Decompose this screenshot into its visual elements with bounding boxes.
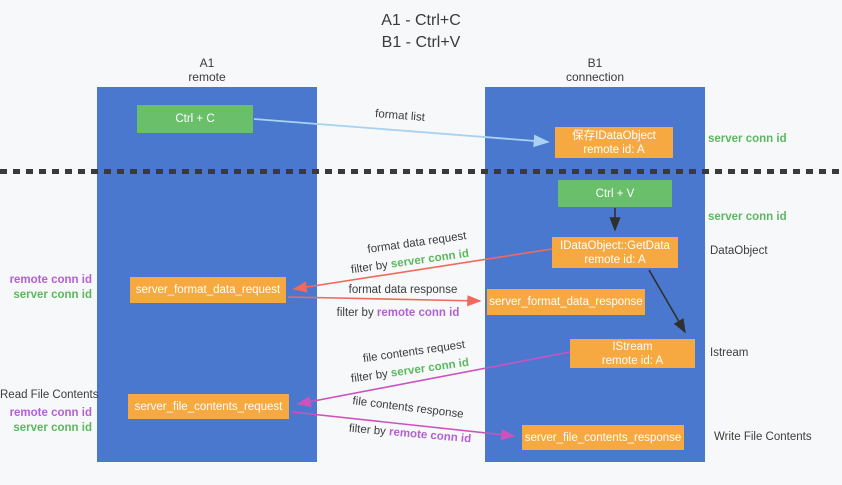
title-line-1: A1 - Ctrl+C [381, 12, 461, 29]
dashed-divider [0, 169, 842, 174]
label-format-list: format list [374, 108, 426, 124]
node-file-response-label: server_file_contents_response [524, 431, 682, 444]
filter-by-text: filter by [350, 259, 389, 277]
label-filter-by-remote-conn-id-2: filter by remote conn id [348, 423, 471, 446]
filter-by-text: filter by [350, 368, 389, 386]
column-a1-name: A1 [199, 56, 215, 70]
label-format-data-response: format data response [348, 284, 458, 296]
node-istream: IStream remote id: A [570, 339, 695, 368]
server-conn-id-text: server conn id [390, 356, 470, 380]
filter-by-text: filter by [348, 422, 387, 438]
node-server-file-contents-request: server_file_contents_request [128, 394, 289, 419]
column-b1-subtitle: connection [565, 70, 625, 84]
node-idataobject-getdata: IDataObject::GetData remote id: A [552, 237, 678, 268]
remote-conn-id-text: remote conn id [376, 307, 460, 319]
node-getdata-line2: remote id: A [584, 253, 646, 266]
right-label-server-conn-id-mid: server conn id [708, 211, 787, 223]
left-label-read-file-contents: Read File Contents [0, 389, 99, 401]
title-line-2: B1 - Ctrl+V [381, 34, 461, 51]
node-save-idataobject-line1: 保存IDataObject [572, 129, 656, 142]
node-server-format-data-response: server_format_data_response [487, 289, 645, 315]
node-getdata-line1: IDataObject::GetData [560, 239, 670, 252]
column-header-a1: A1 remote [97, 56, 317, 84]
node-server-file-contents-response: server_file_contents_response [522, 425, 684, 450]
node-ctrl-v-label: Ctrl + V [595, 187, 635, 200]
left-label-server-conn-id-bottom: server conn id [13, 422, 92, 434]
right-label-write-file-contents: Write File Contents [714, 431, 812, 443]
node-ctrl-v: Ctrl + V [558, 180, 672, 207]
column-a1-subtitle: remote [188, 70, 226, 84]
node-ctrl-c-label: Ctrl + C [175, 113, 215, 125]
right-label-server-conn-id-top: server conn id [708, 133, 787, 145]
node-file-request-label: server_file_contents_request [134, 400, 283, 413]
node-save-idataobject-line2: remote id: A [583, 143, 645, 156]
node-server-format-data-request: server_format_data_request [130, 277, 286, 303]
label-filter-by-remote-conn-id-1: filter by remote conn id [337, 307, 460, 319]
left-label-remote-conn-id-top: remote conn id [9, 274, 92, 286]
filter-by-text: filter by [336, 307, 374, 319]
column-b1-name: B1 [587, 56, 603, 70]
node-save-idataobject: 保存IDataObject remote id: A [555, 127, 673, 158]
node-istream-line1: IStream [612, 340, 653, 353]
right-label-dataobject: DataObject [710, 245, 768, 257]
left-label-server-conn-id-top: server conn id [13, 289, 92, 301]
node-istream-line2: remote id: A [601, 354, 664, 367]
label-file-contents-response: file contents response [351, 395, 465, 421]
server-conn-id-text: server conn id [390, 247, 470, 271]
column-header-b1: B1 connection [485, 56, 705, 84]
right-label-istream: Istream [710, 347, 749, 359]
node-ctrl-c: Ctrl + C [137, 105, 253, 133]
remote-conn-id-text: remote conn id [388, 426, 472, 446]
left-label-remote-conn-id-bottom: remote conn id [9, 407, 92, 419]
diagram-title: A1 - Ctrl+C B1 - Ctrl+V [0, 10, 842, 54]
node-format-request-label: server_format_data_request [135, 284, 281, 296]
node-format-response-label: server_format_data_response [489, 296, 643, 308]
